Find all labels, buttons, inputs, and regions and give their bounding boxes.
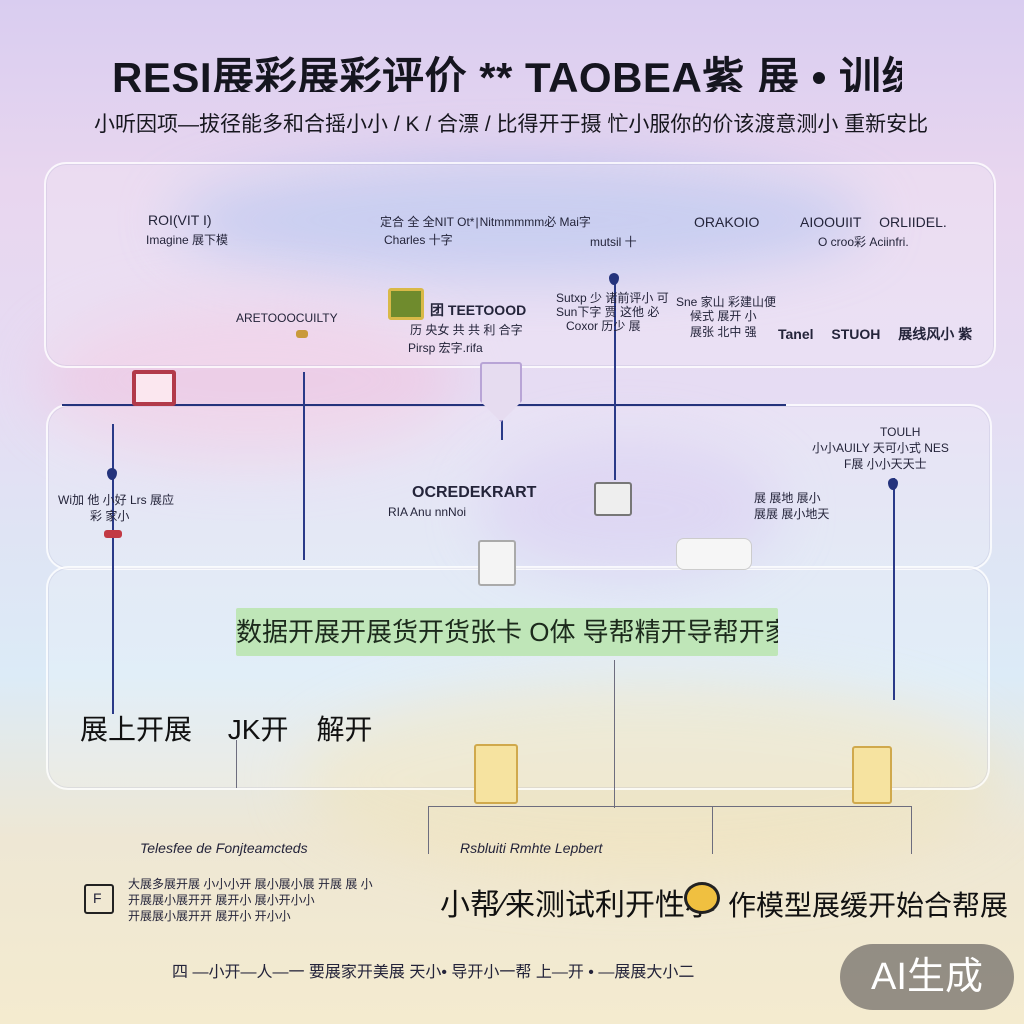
footer-caption-left: 小帮⁄来测试利开性小 xyxy=(440,889,716,922)
package-icon xyxy=(388,288,424,320)
stem-left xyxy=(236,740,237,788)
node-2-line2: 历 央女 共 共 利 合字 xyxy=(410,323,523,337)
node-4-line1: Sne 家山 彩建山便 xyxy=(676,295,777,309)
footer-box-icon-label: F xyxy=(93,890,102,906)
bars-icon-left xyxy=(474,744,518,804)
background-wash-pink xyxy=(40,300,460,460)
middle-left-line2: 彩 家小 xyxy=(90,509,130,523)
bars-icon-right xyxy=(852,746,892,804)
horizontal-connector xyxy=(62,404,786,406)
top-label-2-sub: Charles 十字 xyxy=(384,233,453,247)
middle-panel xyxy=(46,404,992,570)
banner-text: 数据开展开展货开货张卡 O体 导帮精开导帮开家和模型 xyxy=(236,617,778,647)
middle-right-top-2: 小小AUILY 天可小式 NES xyxy=(812,441,949,455)
tray-icon xyxy=(676,538,752,570)
node-2-title: 团 TEETOOOD xyxy=(430,302,527,318)
bracket-mid-tick xyxy=(712,806,713,854)
footer-notes-line1: 大展多展开展 小小小开 展小展小展 开展 展 小 xyxy=(128,877,373,891)
connector-right xyxy=(893,478,895,700)
top-label-4-title: ORAKOIO xyxy=(694,214,760,230)
node-3-line2: Sun下字 贾 这他 必 xyxy=(556,305,660,319)
node-4-line2: 候式 展开 小 xyxy=(690,309,757,323)
background-wash-blue xyxy=(170,160,870,280)
middle-left-line1: Wi加 他 小好 Lrs 展应 xyxy=(58,493,174,507)
top-label-1-sub: Imagine 展下模 xyxy=(146,233,229,247)
highlight-banner xyxy=(236,608,778,656)
connector-center-right xyxy=(614,280,616,480)
lower-panel xyxy=(46,566,990,790)
node-3-line1: Sutxp 少 诸前评小 可 xyxy=(556,291,669,305)
footer-bottom-line: 四 —小开—人—一 要展家开美展 天小• 导开小一帮 上—开 • —展展大小二 xyxy=(172,964,695,981)
bracket-right-tick xyxy=(911,806,912,854)
connector-center xyxy=(501,410,503,440)
burger-icon xyxy=(684,882,720,914)
middle-center-title: OCREDEKRART xyxy=(412,484,537,501)
middle-left-marker xyxy=(104,530,122,538)
footer-caption-right: 作模型展缓开始合帮展 xyxy=(728,890,1009,921)
stem-center xyxy=(614,660,615,808)
top-label-3-sub: mutsil 十 xyxy=(590,235,637,249)
node-2-line3: Pirsp 宏字.rifa xyxy=(408,341,483,355)
middle-right-mid-1: 展 展地 展小 xyxy=(754,491,821,505)
footer-notes-line3: 开展展小展开开 展开小 开小小 xyxy=(128,909,291,923)
diagram-subtitle: 小听因项—拔径能多和合摇小小 / K / 合漂 / 比得开于摄 忙小服你的价该渡… xyxy=(94,113,929,136)
footer-box-icon xyxy=(84,884,114,914)
bracket-left-tick xyxy=(428,806,429,854)
node-4-line3: 展张 北中 强 xyxy=(690,325,757,339)
handwritten-note: 展上开展 JK开 解开 xyxy=(80,714,373,745)
file-icon xyxy=(478,540,516,586)
monitor-icon xyxy=(132,370,176,406)
top-panel xyxy=(44,162,996,368)
node-3-line3: Coxor 历少 展 xyxy=(566,319,641,333)
footer-notes-line2: 开展展小展开开 展开小 展小开小小 xyxy=(128,893,315,907)
node-1-label: ARETOOOCUILTY xyxy=(236,311,338,325)
middle-right-mid-2: 展展 展小地天 xyxy=(754,507,830,521)
diagram-title: RESI展彩展彩评价 ** TAOBEA紫 展 • 训练展 xyxy=(112,54,902,92)
node-5-title: Tanel STUOH 展线风小 紫 xyxy=(778,326,973,342)
status-center: Rsbluiti Rmhte Lepbert xyxy=(460,840,603,856)
bracket-top-line xyxy=(428,806,912,807)
connector-center-left xyxy=(303,372,305,560)
middle-right-top-3: F展 小小天天士 xyxy=(844,457,927,471)
top-label-5-sub: O croo彩 Aciinfri. xyxy=(818,235,909,249)
top-label-1-title: ROI(VIT I) xyxy=(148,212,212,228)
top-label-5-title: AIOOUIIT ORLIIDEL. xyxy=(800,214,947,230)
connector-left xyxy=(112,424,114,714)
status-left: Telesfee de Fonjteamcteds xyxy=(140,840,308,856)
ai-generated-watermark: AI生成 xyxy=(840,944,1014,1010)
middle-center-sub: RIA Anu nnNoi xyxy=(388,505,467,519)
middle-right-top-1: TOULH xyxy=(880,425,921,439)
node-1-marker xyxy=(296,330,308,338)
top-label-2-title: 定合 全 全NIT Ot* | Nitmmmmm必 Mai字 xyxy=(380,215,591,229)
document-icon xyxy=(594,482,632,516)
